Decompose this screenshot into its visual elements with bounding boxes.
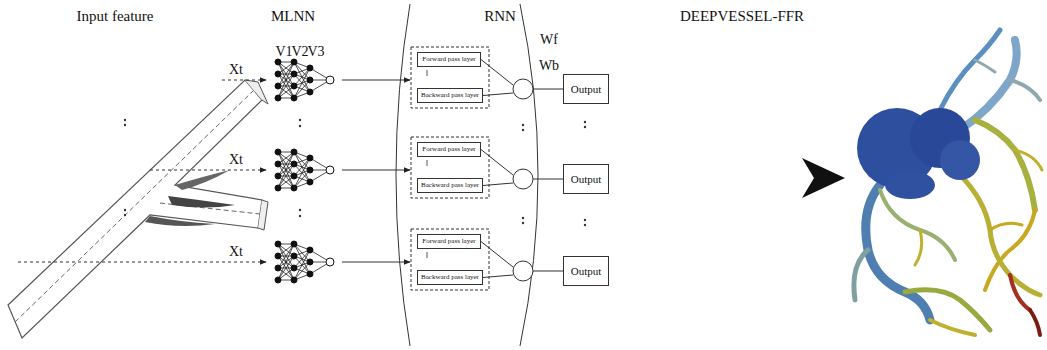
node-text: Forward pass layer — [422, 146, 475, 153]
node-text: Forward pass layer — [422, 56, 475, 63]
node-text: Output — [571, 266, 602, 277]
mlnn-network — [275, 241, 334, 283]
unit-to-output-line — [533, 89, 563, 90]
output-unit — [513, 169, 533, 189]
vessel-illustration — [8, 80, 268, 338]
backward-line — [483, 183, 513, 186]
inner-tick — [427, 252, 428, 258]
forward-line — [481, 60, 513, 86]
inner-tick — [427, 160, 428, 166]
node-text: Output — [571, 84, 602, 95]
rnn-layer-box: Forward pass layer — [417, 234, 481, 249]
coronary-tree — [854, 30, 1042, 335]
rnn-layer-box: Forward pass layer — [417, 52, 481, 67]
input-name: Xt — [229, 62, 243, 77]
mlnn-to-rnn-arrow — [342, 80, 410, 81]
rnn-layer-box: Backward pass layer — [417, 270, 483, 285]
input-name: Xt — [229, 244, 243, 259]
rnn-cell-box — [411, 229, 489, 290]
mlnn-to-rnn-arrow — [342, 262, 410, 263]
stage-title: DEEPVESSEL-FFR — [680, 8, 804, 25]
rnn-layer-box: Forward pass layer — [417, 142, 481, 157]
layer-name: V1 — [275, 44, 292, 59]
rnn-cell-box — [411, 47, 489, 108]
weight-name: Wb — [539, 58, 559, 73]
inner-tick — [427, 70, 428, 76]
node-text: Forward pass layer — [422, 238, 475, 245]
mlnn-network — [275, 149, 334, 191]
unit-to-output-line — [533, 271, 563, 272]
output-box: Output — [563, 74, 609, 104]
stage-title: MLNN — [271, 8, 315, 25]
ellipsis-dots — [124, 119, 586, 226]
result-arrowhead — [802, 158, 845, 198]
layer-name: V3 — [307, 44, 324, 59]
node-text: Output — [571, 174, 602, 185]
input-name: Xt — [229, 152, 243, 167]
stage-title: Input feature — [76, 8, 153, 25]
forward-line — [481, 150, 513, 176]
output-box: Output — [563, 256, 609, 286]
input-arrows — [18, 80, 266, 262]
output-unit — [513, 79, 533, 99]
node-text: Backward pass layer — [421, 274, 479, 281]
mlnn-network — [275, 59, 334, 101]
output-unit — [513, 261, 533, 281]
unit-to-output-line — [533, 179, 563, 180]
weight-name: Wf — [540, 32, 558, 47]
rnn-cell-box — [411, 137, 489, 198]
layer-name: V2 — [291, 44, 308, 59]
backward-line — [483, 93, 513, 96]
stage-title: RNN — [484, 8, 516, 25]
node-text: Backward pass layer — [421, 182, 479, 189]
rnn-weight-curves — [396, 4, 538, 346]
output-box: Output — [563, 164, 609, 194]
backward-line — [483, 275, 513, 278]
rnn-layer-box: Backward pass layer — [417, 178, 483, 193]
rnn-layer-box: Backward pass layer — [417, 88, 483, 103]
mlnn-to-rnn-arrow — [342, 170, 410, 171]
node-text: Backward pass layer — [421, 92, 479, 99]
forward-line — [481, 242, 513, 268]
